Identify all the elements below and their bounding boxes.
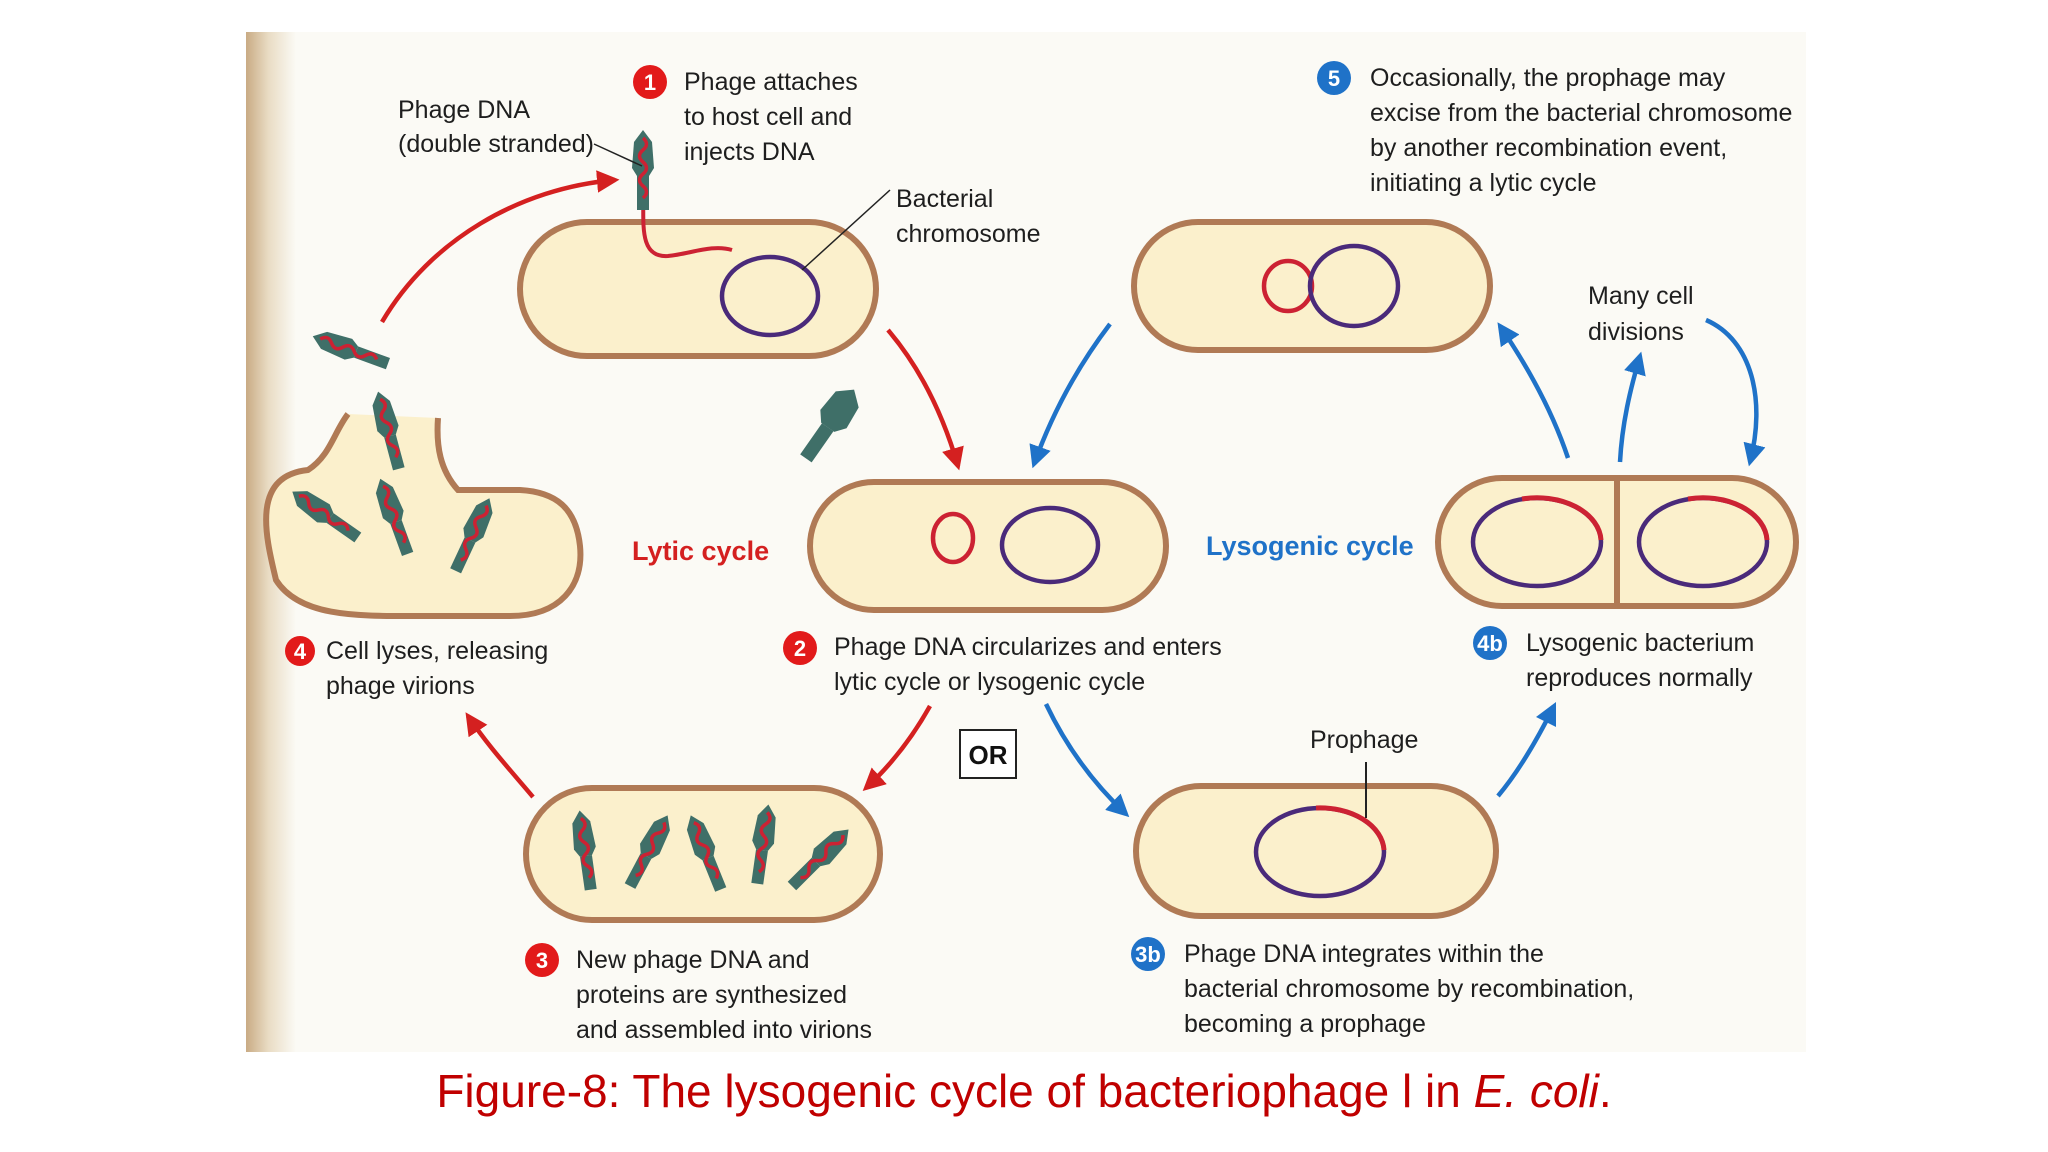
step-1-text: Phage attaches to host cell and injects …	[684, 68, 865, 166]
bacterial-chromosome-loop	[719, 254, 821, 338]
lysogenic-arrow-3b-to-4b	[1496, 701, 1557, 798]
cell-step-4-lysed	[263, 324, 584, 620]
lysogenic-arrow-2-to-3b	[1043, 703, 1130, 818]
lysogenic-cycle-label: Lysogenic cycle	[1206, 531, 1414, 561]
cell-step-4b-dividing	[1435, 475, 1799, 609]
lysogenic-arrow-5-to-2	[1029, 322, 1112, 469]
step-3-badge	[525, 943, 559, 977]
step-3-badge-number: 3	[536, 948, 548, 973]
step-5-badge-number: 5	[1328, 66, 1340, 91]
cell-step-3	[523, 785, 883, 923]
step-1: 1 Phage attaches to host cell and inject…	[633, 65, 865, 166]
step-3: 3 New phage DNA and proteins are synthes…	[525, 943, 872, 1044]
step-2-text: Phage DNA circularizes and enters lytic …	[834, 633, 1229, 696]
cell-step-1	[517, 128, 879, 359]
step-5-text: Occasionally, the prophage may excise fr…	[1370, 64, 1799, 197]
step-4b-text: Lysogenic bacterium reproduces normally	[1526, 629, 1761, 692]
cell-division-arrow-loop	[1705, 317, 1766, 467]
step-4b-badge	[1473, 626, 1507, 660]
caption-period: .	[1598, 1065, 1612, 1117]
or-box: OR	[959, 729, 1017, 779]
step-2-badge	[783, 631, 817, 665]
many-cell-divisions-label: Many cell divisions	[1588, 282, 1701, 346]
cell-division-arrow-up	[1617, 351, 1646, 463]
caption-text: Figure-8: The lysogenic cycle of bacteri…	[436, 1065, 1474, 1117]
step-4b-badge-number: 4b	[1477, 631, 1503, 656]
step-3-text: New phage DNA and proteins are synthesiz…	[576, 946, 872, 1044]
lysogenic-arrow-4b-to-5	[1497, 322, 1571, 459]
lytic-arrow-2-to-3	[862, 704, 932, 792]
step-4b: 4b Lysogenic bacterium reproduces normal…	[1473, 626, 1761, 692]
step-2: 2 Phage DNA circularizes and enters lyti…	[783, 631, 1229, 696]
step-1-badge-number: 1	[644, 70, 656, 95]
prophage-label: Prophage	[1310, 726, 1418, 754]
cell-step-3b	[1133, 783, 1499, 919]
lytic-arrow-3-to-4	[465, 712, 535, 799]
bacterial-chromosome-loop	[1307, 243, 1401, 329]
step-5-badge	[1317, 61, 1351, 95]
cell-step-5	[1131, 219, 1493, 353]
phage-dna-leader	[593, 143, 643, 167]
step-4-badge-number: 4	[294, 639, 307, 664]
cell-step-2	[807, 479, 1169, 613]
lytic-cycle-label: Lytic cycle	[632, 536, 769, 566]
caption-species: E. coli	[1473, 1065, 1599, 1117]
step-5: 5 Occasionally, the prophage may excise …	[1317, 61, 1799, 197]
step-3b-badge-number: 3b	[1135, 942, 1161, 967]
bacterial-chromosome-label: Bacterial chromosome	[896, 185, 1041, 248]
step-2-badge-number: 2	[794, 636, 806, 661]
step-3b: 3b Phage DNA integrates within the bacte…	[1131, 937, 1641, 1038]
step-3b-badge	[1131, 937, 1165, 971]
step-4: 4 Cell lyses, releasing phage virions	[285, 636, 555, 700]
injected-phage-dna	[641, 181, 733, 259]
step-1-badge	[633, 65, 667, 99]
step-4-badge	[285, 636, 315, 666]
step-4-text: Cell lyses, releasing phage virions	[326, 637, 555, 700]
phage-dna-label: Phage DNA (double stranded)	[398, 96, 594, 158]
circular-phage-dna	[930, 511, 976, 565]
svg-text:OR: OR	[969, 740, 1008, 770]
bacterial-chromosome-loop	[999, 505, 1101, 585]
bacterial-chromosome-leader	[801, 189, 891, 271]
lytic-arrow-4-to-1	[380, 170, 620, 324]
figure-caption: Figure-8: The lysogenic cycle of bacteri…	[0, 1064, 2048, 1118]
step-3b-text: Phage DNA integrates within the bacteria…	[1184, 940, 1641, 1038]
lytic-arrow-1-to-2	[886, 328, 964, 471]
